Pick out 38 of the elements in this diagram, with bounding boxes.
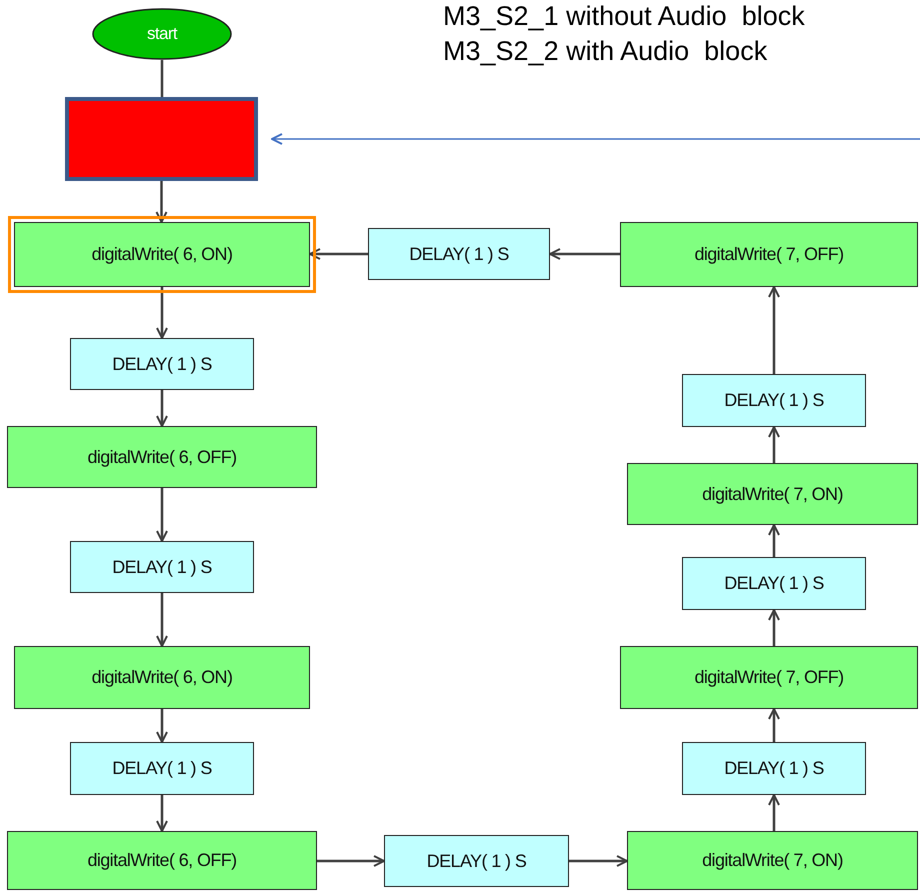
arrow	[768, 794, 780, 831]
connector-line	[160, 60, 164, 97]
arrow	[768, 524, 780, 557]
note-text: M3_S2_1 without Audio block	[443, 0, 805, 32]
arrow	[156, 795, 168, 832]
delay-box: DELAY( 1 ) S	[368, 228, 550, 280]
arrow	[549, 248, 620, 260]
arrow	[271, 133, 920, 145]
arrow	[768, 426, 780, 463]
arrow	[768, 609, 780, 646]
arrow	[156, 488, 168, 542]
process-box: digitalWrite( 6, ON)	[14, 646, 310, 709]
process-box: digitalWrite( 7, ON)	[627, 831, 918, 890]
arrow	[768, 708, 780, 742]
delay-box: DELAY( 1 ) S	[682, 374, 866, 427]
delay-box: DELAY( 1 ) S	[70, 338, 254, 390]
delay-box: DELAY( 1 ) S	[384, 835, 569, 887]
arrow	[768, 286, 780, 374]
arrow	[317, 855, 385, 867]
arrow	[156, 709, 168, 743]
delay-box: DELAY( 1 ) S	[70, 541, 254, 593]
arrow	[156, 287, 168, 339]
process-box: digitalWrite( 6, OFF)	[7, 426, 317, 488]
arrow	[309, 248, 368, 260]
arrow	[156, 390, 168, 427]
process-box: digitalWrite( 6, OFF)	[7, 831, 317, 890]
process-box: digitalWrite( 7, ON)	[627, 463, 918, 525]
delay-box: DELAY( 1 ) S	[682, 557, 866, 610]
delay-box: DELAY( 1 ) S	[682, 742, 866, 795]
process-box: digitalWrite( 7, OFF)	[620, 222, 918, 287]
arrow	[569, 855, 628, 867]
process-box	[65, 97, 258, 181]
process-box: digitalWrite( 7, OFF)	[620, 646, 918, 709]
start-terminal: start	[92, 8, 232, 60]
delay-box: DELAY( 1 ) S	[70, 742, 254, 795]
note-text: M3_S2_2 with Audio block	[443, 35, 768, 67]
arrow	[156, 181, 168, 223]
arrow	[156, 593, 168, 647]
